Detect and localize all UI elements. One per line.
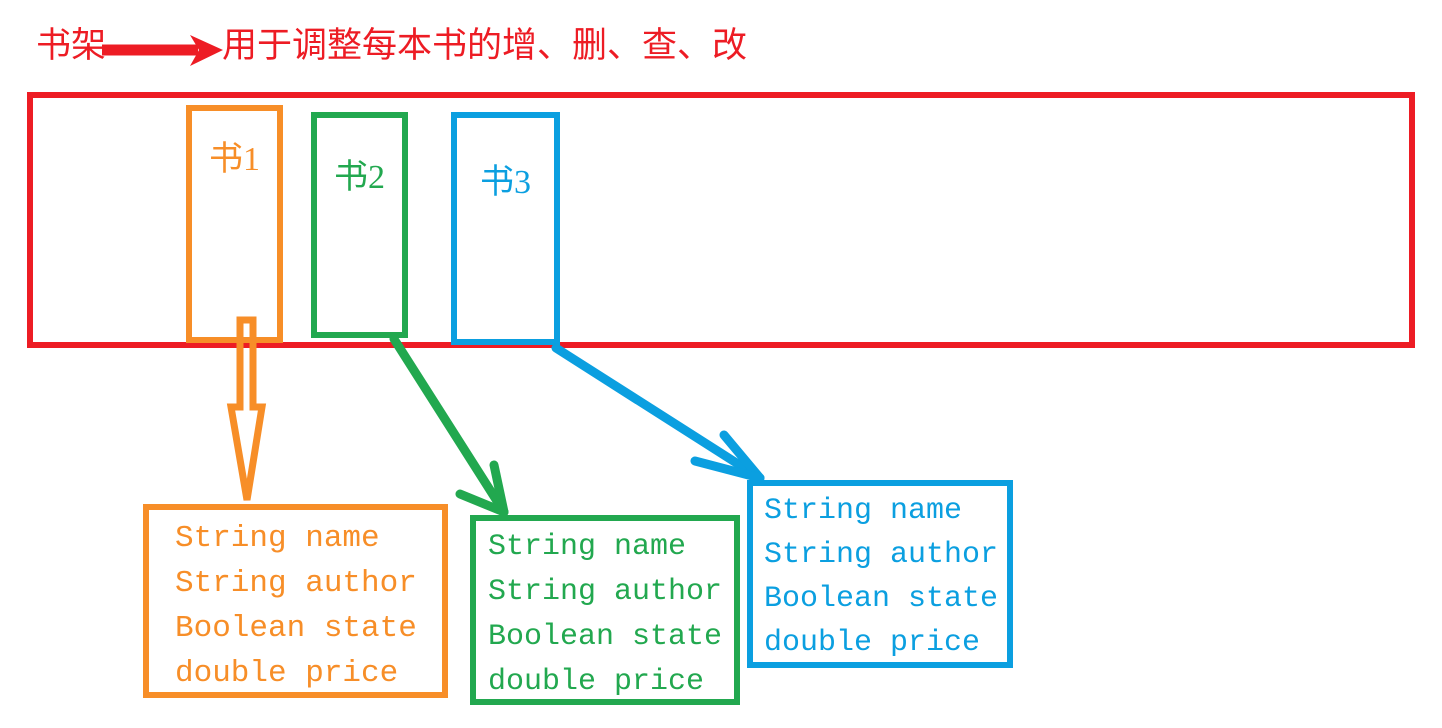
- field-line: double price: [175, 656, 399, 691]
- book3-fields: String name String author Boolean state …: [747, 480, 1013, 668]
- field-line: double price: [764, 626, 981, 660]
- field-line: Boolean state: [764, 582, 999, 616]
- header-annotation: 书架 用于调整每本书的增、删、查、改: [0, 0, 1442, 90]
- book-spine-1-label: 书1: [209, 141, 260, 178]
- field-line: String name: [764, 494, 963, 528]
- shelf-purpose-text: 用于调整每本书的增、删、查、改: [222, 26, 748, 65]
- book-spine-3-label: 书3: [480, 164, 531, 201]
- diagonal-arrow-icon: [551, 343, 765, 483]
- book-spine-1[interactable]: 书1: [186, 105, 283, 343]
- field-line: Boolean state: [175, 611, 417, 646]
- diagonal-arrow-icon: [389, 334, 509, 517]
- book2-fields: String name String author Boolean state …: [470, 515, 740, 705]
- field-line: String name: [175, 521, 380, 556]
- book1-fields: String name String author Boolean state …: [143, 504, 448, 698]
- field-line: String author: [488, 575, 723, 609]
- field-line: double price: [488, 665, 705, 699]
- field-line: String author: [175, 566, 417, 601]
- field-line: Boolean state: [488, 620, 723, 654]
- book-spine-2-label: 书2: [334, 159, 385, 196]
- shelf-label-caption: 书架: [36, 26, 107, 65]
- field-line: String name: [488, 530, 687, 564]
- field-line: String author: [764, 538, 999, 572]
- right-arrow-icon: [100, 30, 225, 75]
- book-spine-2[interactable]: 书2: [311, 112, 408, 338]
- book-spine-3[interactable]: 书3: [451, 112, 560, 345]
